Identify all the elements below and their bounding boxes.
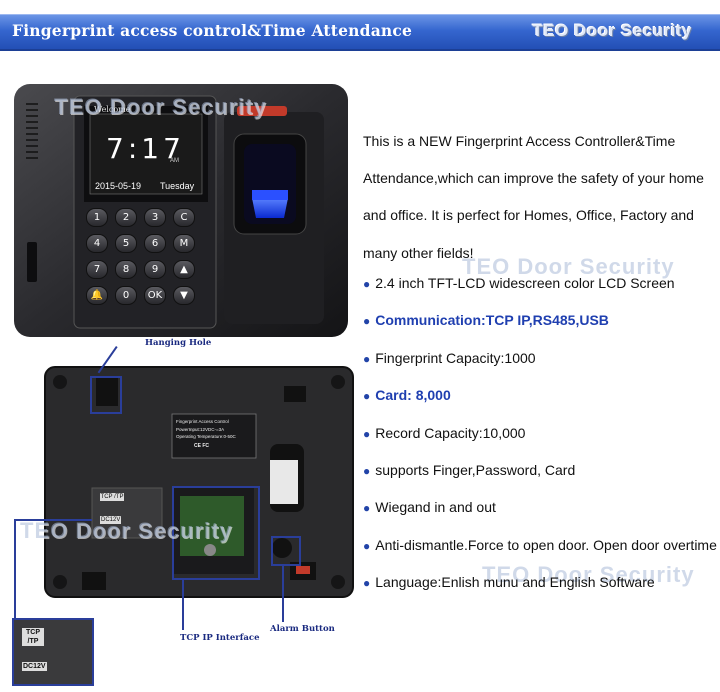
keypad-key: 0 (115, 286, 137, 305)
feature-item: ● Language:Enlish munu and English Softwa… (363, 569, 720, 606)
keypad-key: 7 (86, 260, 108, 279)
zoom-dc-label: DC12V (22, 662, 47, 671)
dc-port-label: DC12V (100, 516, 122, 524)
feature-item: ● Fingerprint Capacity:1000 (363, 345, 720, 382)
spec-line-1: Fingerprint Access Control (176, 419, 229, 424)
feature-item: ● 2.4 inch TFT-LCD widescreen color LCD S… (363, 270, 720, 307)
keypad-key: 8 (115, 260, 137, 279)
keypad-key: 🔔 (86, 286, 108, 305)
callout-tcp-ip: TCP IP Interface (180, 633, 260, 643)
feature-text: Communication:TCP IP,RS485,USB (375, 312, 609, 329)
tcp-port-label: TCP /TP (100, 493, 124, 501)
keypad-key: ▼ (173, 286, 195, 305)
spec-certs: CE FC (194, 443, 209, 449)
callout-hanging-hole: Hanging Hole (145, 338, 212, 348)
feature-item: ● Wiegand in and out (363, 494, 720, 531)
feature-item: ● Communication:TCP IP,RS485,USB (363, 307, 720, 344)
screen-date: 2015-05-19 (95, 181, 142, 191)
tcp-ip-box (172, 486, 260, 580)
feature-item: ● Card: 8,000 (363, 382, 720, 419)
watermark-mid: TEO Door Security (462, 254, 675, 279)
product-description: This is a NEW Fingerprint Access Control… (363, 133, 704, 261)
keypad-key: 3 (144, 208, 166, 227)
keypad-key: ▲ (173, 260, 195, 279)
feature-item: ● Anti-dismantle.Force to open door. Open… (363, 532, 720, 569)
bullet-icon: ● (363, 576, 371, 591)
bullet-icon: ● (363, 501, 371, 516)
keypad-key: 9 (144, 260, 166, 279)
bullet-icon: ● (363, 426, 371, 441)
bullet-icon: ● (363, 351, 371, 366)
feature-text: Card: 8,000 (375, 387, 451, 404)
watermark-bottom: TEO Door Security (482, 562, 695, 587)
alarm-line (282, 564, 284, 622)
spec-line-3: Operating Temperature:0-50C (176, 434, 236, 439)
brand-logo: TEO Door Security (532, 21, 692, 40)
keypad-key: 2 (115, 208, 137, 227)
bullet-icon: ● (363, 538, 371, 553)
keypad-key: 1 (86, 208, 108, 227)
hanging-hole-box (90, 376, 122, 414)
bullet-icon: ● (363, 389, 371, 404)
feature-item: ● Record Capacity:10,000 (363, 420, 720, 457)
feature-text: Anti-dismantle.Force to open door. Open … (375, 536, 717, 553)
feature-text: Language:Enlish munu and English Softwar… (375, 574, 655, 591)
screen-time: 7:17 (106, 132, 185, 165)
watermark-left: TEO Door Security (20, 518, 233, 543)
bullet-icon: ● (363, 277, 371, 291)
tcp-ip-line (182, 578, 184, 630)
page-title: Fingerprint access control&Time Attendan… (12, 21, 413, 40)
feature-item: ● supports Finger,Password, Card (363, 457, 720, 494)
feature-text: Record Capacity:10,000 (375, 424, 526, 441)
header-banner: Fingerprint access control&Time Attendan… (0, 14, 720, 51)
bullet-icon: ● (363, 314, 371, 329)
spec-line-2: PowerInput:12VDC-=3A (176, 427, 225, 432)
port-zoom-detail: TCP /TP DC12V (12, 618, 94, 686)
feature-text: supports Finger,Password, Card (375, 461, 576, 478)
screen-weekday: Tuesday (160, 181, 195, 191)
zoom-tcp-label: TCP /TP (22, 628, 44, 646)
port-zoom-line-v (14, 519, 16, 619)
screen-ampm: AM (170, 158, 179, 164)
keypad-key: OK (144, 286, 166, 305)
keypad-key: C (173, 208, 195, 227)
bullet-icon: ● (363, 463, 371, 478)
feature-text: Fingerprint Capacity:1000 (375, 349, 536, 366)
keypad-key: 5 (115, 234, 137, 253)
alarm-box (271, 536, 301, 566)
keypad-key: 6 (144, 234, 166, 253)
keypad-key: M (173, 234, 195, 253)
feature-text: 2.4 inch TFT-LCD widescreen color LCD Sc… (375, 275, 675, 291)
feature-text: Wiegand in and out (375, 499, 496, 516)
watermark-top: TEO Door Security (54, 94, 267, 119)
port-zoom-line-h (14, 519, 92, 521)
callout-alarm: Alarm Button (270, 624, 335, 634)
feature-list: ● 2.4 inch TFT-LCD widescreen color LCD S… (363, 270, 720, 607)
keypad-key: 4 (86, 234, 108, 253)
screen-greeting: Welcome (94, 105, 131, 114)
